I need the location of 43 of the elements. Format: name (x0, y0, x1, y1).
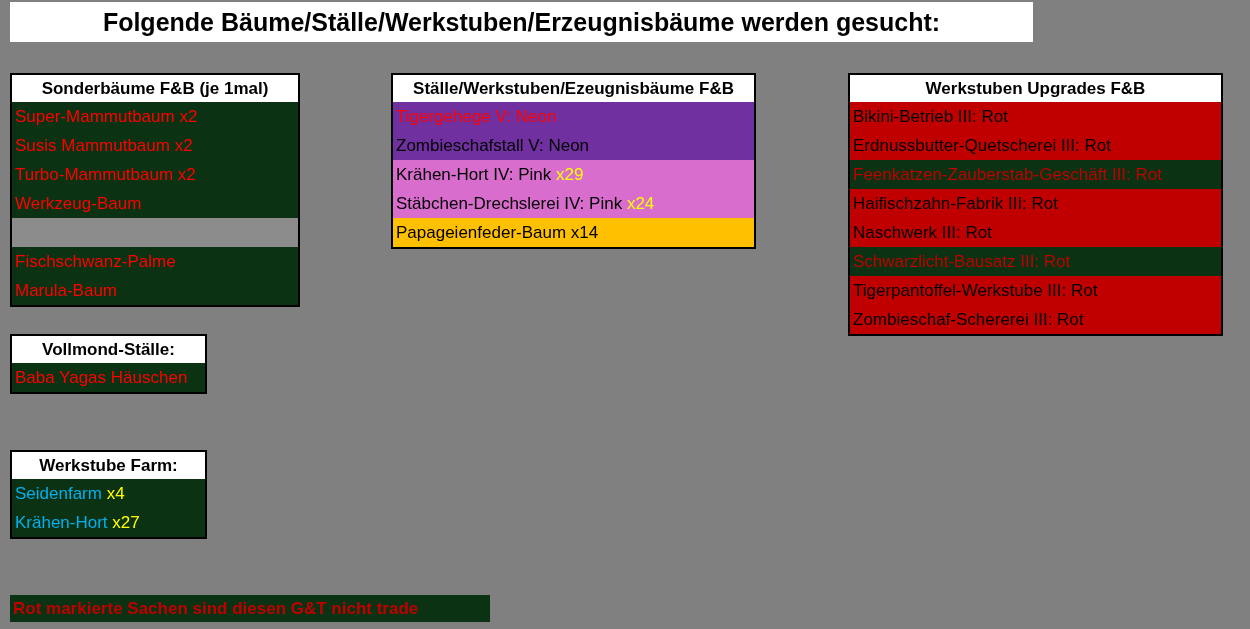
table-header: Sonderbäume F&B (je 1mal) (12, 75, 298, 102)
table-panel (10, 73, 300, 307)
quantity-text: x27 (112, 513, 140, 532)
table-row (12, 508, 205, 537)
table-row: Feenkatzen-Zauberstab-Geschäft III: Rot (850, 160, 1221, 189)
table-row: Baba Yagas Häuschen (12, 363, 205, 392)
table-row (393, 160, 754, 189)
table-header: Werkstuben Upgrades F&B (850, 75, 1221, 102)
table-row: Turbo-Mammutbaum x2 (12, 160, 298, 189)
table-header: Werkstube Farm: (12, 452, 205, 479)
table-row: Bikini-Betrieb III: Rot (850, 102, 1221, 131)
table-row (393, 189, 754, 218)
item-text: Seidenfarm (15, 484, 102, 503)
quantity-text: x29 (556, 165, 584, 184)
quantity-text: x4 (106, 484, 125, 503)
table-row (12, 479, 205, 508)
sheet-title: Folgende Bäume/Ställe/Werkstuben/Erzeugnisbäume werden gesucht: (10, 2, 1033, 42)
quantity-text: x24 (626, 194, 655, 213)
table-row: Werkzeug-Baum (12, 189, 298, 218)
table-row: Erdnussbutter-Quetscherei III: Rot (850, 131, 1221, 160)
empty-row (12, 218, 298, 247)
note-text: Rot markierte Sachen sind diesen G&T nicht trade (10, 595, 490, 622)
table-panel (391, 73, 756, 249)
table-header: Ställe/Werkstuben/Ezeugnisbäume F&B (393, 75, 754, 102)
table-row: Fischschwanz-Palme (12, 247, 298, 276)
table-row: Super-Mammutbaum x2 (12, 102, 298, 131)
table-row: Haifischzahn-Fabrik III: Rot (850, 189, 1221, 218)
table-row: Schwarzlicht-Bausatz III: Rot (850, 247, 1221, 276)
item-text: Krähen-Hort (15, 513, 108, 532)
table-panel (10, 334, 207, 394)
table-row: Zombieschaf-Schererei III: Rot (850, 305, 1221, 334)
table-row: Susis Mammutbaum x2 (12, 131, 298, 160)
table-row: Naschwerk III: Rot (850, 218, 1221, 247)
table-row: Tigergehege V: Neon (393, 102, 754, 131)
item-text: Krähen-Hort IV: Pink (396, 165, 552, 184)
table-row: Marula-Baum (12, 276, 298, 305)
table-row: Papageienfeder-Baum x14 (393, 218, 754, 247)
item-text: Stäbchen-Drechslerei IV: Pink (396, 194, 623, 213)
table-row: Tigerpantoffel-Werkstube III: Rot (850, 276, 1221, 305)
table-panel (848, 73, 1223, 336)
table-header: Vollmond-Ställe: (12, 336, 205, 363)
table-row: Zombieschafstall V: Neon (393, 131, 754, 160)
table-panel (10, 450, 207, 539)
